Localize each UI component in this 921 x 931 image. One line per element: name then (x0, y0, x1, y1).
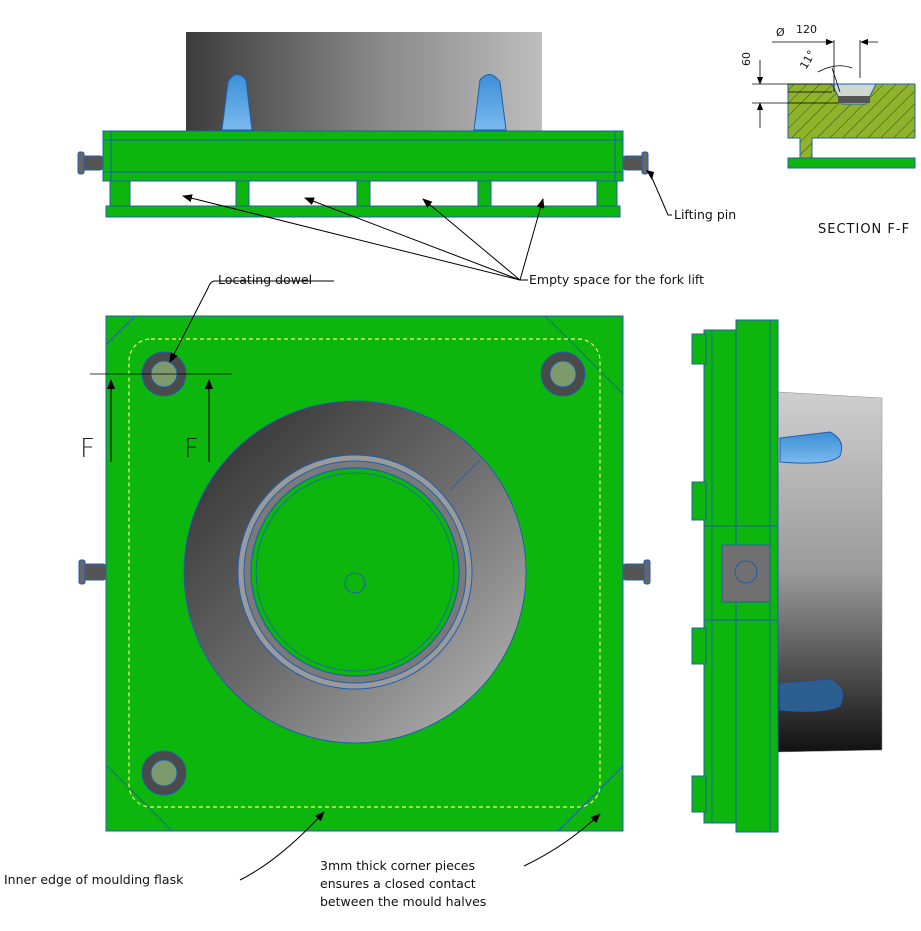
corner-leader (523, 813, 601, 867)
fork-lift-label: Empty space for the fork lift (529, 272, 704, 287)
side-fin-bottom (779, 679, 843, 712)
inner-edge-label: Inner edge of moulding flask (4, 872, 184, 887)
flask-top-plate (102, 130, 624, 182)
corner-label-line1: 3mm thick corner pieces (320, 858, 475, 873)
corner-label-line2: ensures a closed contact (320, 876, 476, 891)
diameter-value: 120 (796, 23, 817, 36)
section-mark-right: F (184, 434, 199, 464)
dowel-top-right (540, 351, 586, 397)
center-hole (344, 572, 366, 594)
section-f-f (752, 38, 916, 169)
plan-pin-left (81, 563, 107, 581)
inner-edge-outline (128, 338, 601, 808)
diameter-symbol: Ø (776, 26, 785, 39)
plan-view (78, 315, 651, 832)
side-view (691, 319, 883, 833)
top-elevation-view (77, 32, 649, 218)
lifting-pin-label: Lifting pin (674, 207, 736, 222)
fin-left (221, 74, 253, 131)
side-pin-block (721, 544, 771, 603)
cone-body (186, 32, 542, 133)
side-fin-top (779, 431, 843, 464)
flask-bottom-rail (105, 205, 621, 218)
section-mark-left: F (80, 434, 95, 464)
height-value: 60 (740, 52, 753, 66)
angle-value: 11° (797, 48, 818, 71)
dowel-bottom-left (141, 750, 187, 796)
section-title: SECTION F-F (818, 222, 910, 237)
fork-lift-leaders (182, 194, 545, 281)
locating-dowel-label: Locating dowel (218, 272, 312, 287)
fin-right (473, 74, 507, 131)
inner-edge-leader (239, 811, 325, 881)
plan-pin-right (622, 563, 648, 581)
corner-label-line3: between the mould halves (320, 894, 486, 909)
section-bottom-plate (787, 157, 916, 169)
section-line (90, 373, 232, 462)
dowel-leader (169, 280, 334, 363)
lifting-pin-leader (651, 177, 672, 216)
